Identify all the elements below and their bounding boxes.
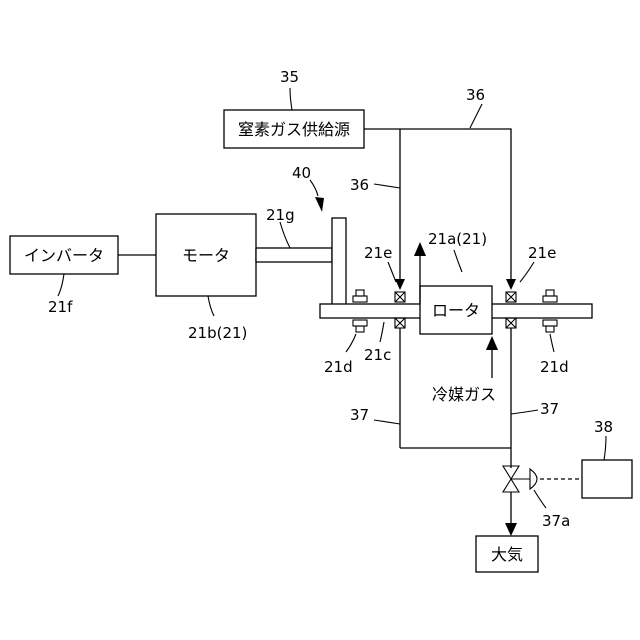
ref-21g: 21g [266,206,295,224]
nitrogen-source-block: 窒素ガス供給源 [224,110,364,148]
outlet-arrow-head [505,523,517,536]
ref-21f: 21f [48,298,73,316]
ref-40: 40 [292,164,311,182]
refrigerant-arrow-head [486,336,498,350]
seal-21e-left-bottom [395,318,405,328]
ref-37a: 37a [542,512,570,530]
seal-21e-right-bottom [506,318,516,328]
leader-21d-right [550,334,554,352]
ref-37-left: 37 [350,406,369,424]
leader-37-left [374,420,400,424]
bearing-21d-right-bottom [543,320,557,332]
refrigerant-gas-label: 冷媒ガス [432,385,496,404]
motor-label: モータ [182,246,230,265]
controller-block [582,460,632,498]
ref-21e-right: 21e [528,244,556,262]
seal-21e-right-top [506,292,516,302]
ref-36-left: 36 [350,176,369,194]
motor-shaft [256,248,332,262]
leader-38 [604,436,606,460]
nitrogen-source-label: 窒素ガス供給源 [238,120,350,139]
leader-36-top [470,104,482,128]
ref-21b: 21b(21) [188,324,247,342]
leader-21g [280,222,290,248]
ref-21d-left: 21d [324,358,353,376]
ref-21e-left: 21e [364,244,392,262]
ref-35: 35 [280,68,299,86]
leader-21e-right [520,262,534,282]
leader-37-right [511,410,538,414]
coupling [332,218,346,306]
arrow-supply-right [506,279,516,290]
ref-21a: 21a(21) [428,230,487,248]
atmosphere-label: 大気 [491,545,523,564]
motor-block: モータ [156,214,256,296]
leader-37a [534,490,546,508]
bearing-21d-left-top [353,290,367,302]
rotor-block: ロータ [420,286,492,334]
bearing-21d-right-top [543,290,557,302]
leader-21e-left [388,262,396,282]
ref-37-right: 37 [540,400,559,418]
leader-35 [290,88,292,110]
ref-38: 38 [594,418,613,436]
ref-36-top: 36 [466,86,485,104]
ref-21c: 21c [364,346,391,364]
outflow-arrow-head [414,242,426,256]
inverter-block: インバータ [10,236,118,274]
arrow-supply-left [395,279,405,290]
leader-21d-left [346,334,356,352]
leader-21b [208,296,214,316]
seal-21e-left-top [395,292,405,302]
leader-21c [380,322,384,342]
inverter-label: インバータ [24,246,104,265]
leader-21a [454,250,462,272]
bearing-21d-left-bottom [353,320,367,332]
arrow-40 [315,197,324,212]
leader-21f [58,274,64,296]
leader-36-left [374,184,400,188]
ref-21d-right: 21d [540,358,569,376]
rotor-label: ロータ [432,301,480,320]
valve-37a [503,466,537,492]
atmosphere-block: 大気 [476,536,538,572]
leader-40 [310,180,318,196]
